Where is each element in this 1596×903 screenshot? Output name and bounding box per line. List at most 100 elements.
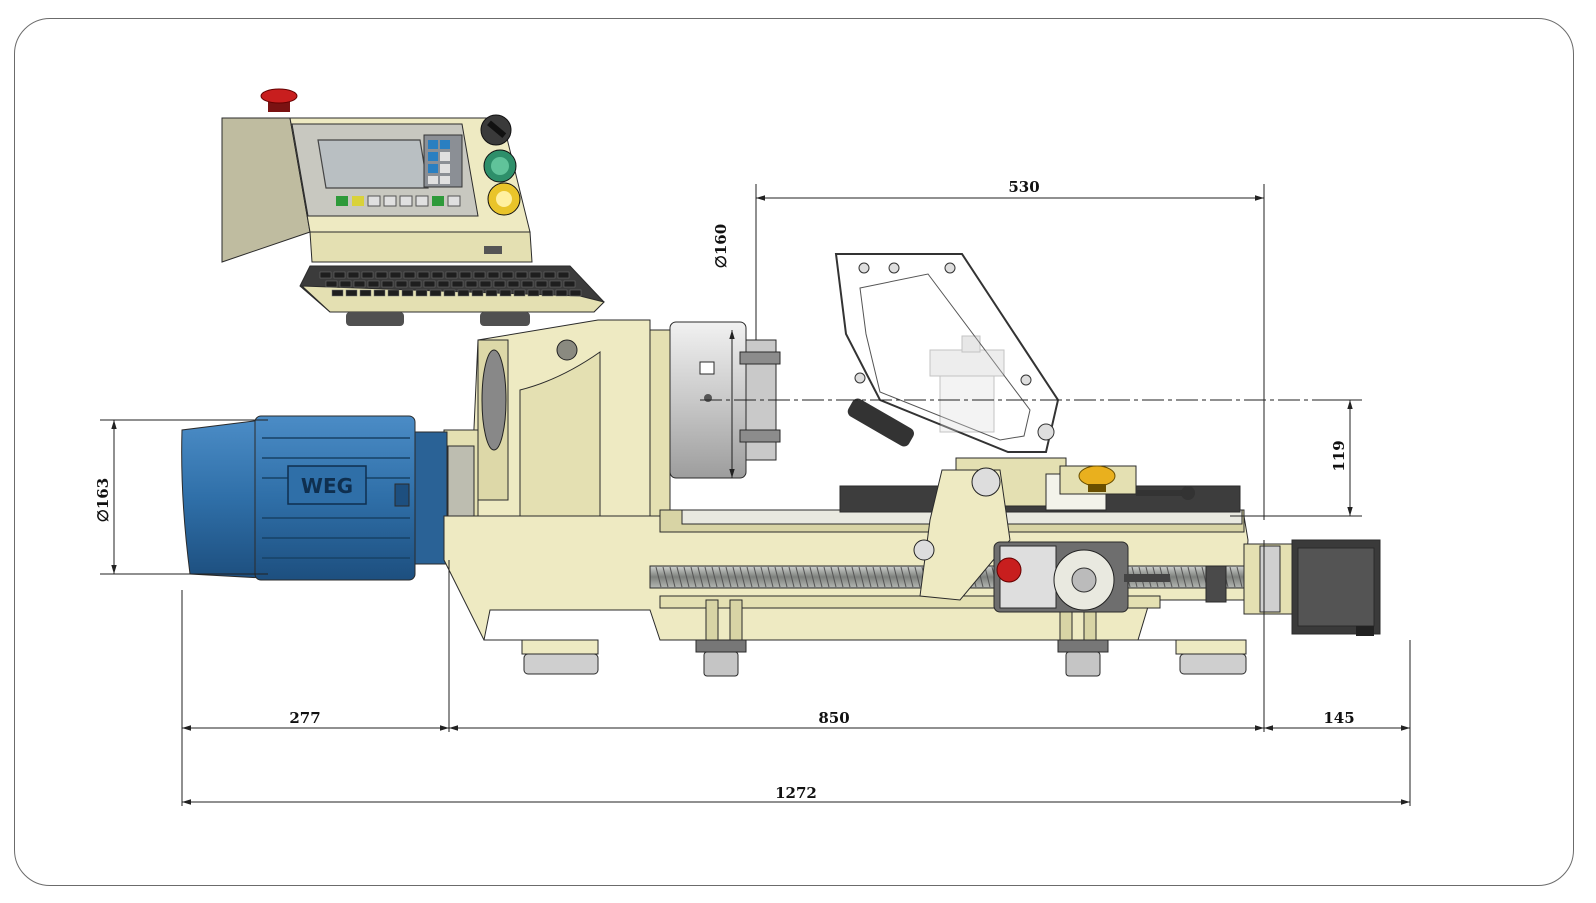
apron-lever[interactable] — [1124, 574, 1170, 582]
screw-thread — [893, 566, 900, 588]
button-yellow[interactable] — [487, 182, 521, 216]
screw-thread — [802, 566, 809, 588]
keyboard-key — [569, 289, 582, 297]
screw-thread — [669, 566, 676, 588]
keyboard-key — [543, 271, 556, 279]
keyboard-key — [361, 271, 374, 279]
screw-thread — [711, 566, 718, 588]
keyboard-key — [389, 271, 402, 279]
screw-thread — [844, 566, 851, 588]
keyboard-key — [529, 271, 542, 279]
dim-tailmotor-length: 145 — [1323, 709, 1354, 727]
keyboard-key — [401, 289, 414, 297]
dim-motor-diameter: ∅163 — [94, 478, 112, 522]
carriage-estop-button[interactable] — [1078, 465, 1116, 492]
dimension-lines: 277 850 145 1272 530 119 ∅163 ∅160 — [94, 178, 1411, 806]
keyboard-key — [423, 280, 436, 288]
screw-thread — [655, 566, 662, 588]
screw-thread — [676, 566, 683, 588]
keyboard-tray — [299, 265, 605, 326]
main-motor: WEG — [181, 415, 448, 581]
screw-thread — [746, 566, 753, 588]
screw-thread — [900, 566, 907, 588]
keyboard-key — [535, 280, 548, 288]
screw-thread — [858, 566, 865, 588]
keyboard-key — [331, 289, 344, 297]
panel-keypad — [336, 134, 463, 207]
keyboard-key — [459, 271, 472, 279]
screw-thread — [830, 566, 837, 588]
apron — [993, 541, 1170, 613]
panel-screen — [317, 139, 429, 189]
keyboard-key — [431, 271, 444, 279]
screw-thread — [767, 566, 774, 588]
keyboard-key — [527, 289, 540, 297]
headstock — [469, 319, 671, 517]
screw-thread — [774, 566, 781, 588]
handwheel-icon[interactable] — [1053, 549, 1115, 611]
panel-estop-button[interactable] — [260, 88, 298, 112]
keyboard-key — [487, 271, 500, 279]
screw-thread — [1187, 566, 1194, 588]
screw-thread — [683, 566, 690, 588]
screw-thread — [907, 566, 914, 588]
screw-thread — [795, 566, 802, 588]
feed-lever[interactable] — [1136, 486, 1195, 500]
screw-thread — [690, 566, 697, 588]
keyboard-key — [471, 289, 484, 297]
screw-thread — [837, 566, 844, 588]
screw-thread — [788, 566, 795, 588]
usb-port — [484, 246, 502, 254]
chip-guard — [834, 253, 1060, 453]
keyboard-key — [555, 289, 568, 297]
keyboard-key — [417, 271, 430, 279]
dim-overall-length: 1272 — [775, 784, 817, 802]
keyboard-key — [541, 289, 554, 297]
keyboard-key — [499, 289, 512, 297]
screw-thread — [914, 566, 921, 588]
keyboard-key — [373, 289, 386, 297]
tail-stepper-motor — [1205, 539, 1381, 636]
keyboard-key — [513, 289, 526, 297]
screw-thread — [1194, 566, 1201, 588]
start-button-green[interactable] — [483, 149, 517, 183]
screw-thread — [1173, 566, 1180, 588]
carriage — [839, 457, 1241, 601]
guard-handle[interactable] — [846, 396, 917, 448]
screw-thread — [1236, 566, 1243, 588]
screw-thread — [760, 566, 767, 588]
screw-thread — [879, 566, 886, 588]
screw-thread — [704, 566, 711, 588]
motor-badge: WEG — [301, 474, 353, 498]
keyboard-key — [557, 271, 570, 279]
keyboard-key — [493, 280, 506, 288]
keyboard-key — [347, 271, 360, 279]
keyboard-key — [387, 289, 400, 297]
keyboard-key — [457, 289, 470, 297]
keyboard-key — [485, 289, 498, 297]
screw-thread — [697, 566, 704, 588]
screw-thread — [662, 566, 669, 588]
dim-chuck-diameter: ∅160 — [712, 224, 730, 268]
screw-thread — [753, 566, 760, 588]
keyboard-key — [479, 280, 492, 288]
keyboard-key — [325, 280, 338, 288]
screw-thread — [872, 566, 879, 588]
keyboard-key — [507, 280, 520, 288]
control-panel — [221, 88, 533, 263]
screw-thread — [886, 566, 893, 588]
keyboard-key — [345, 289, 358, 297]
mode-knob-icon[interactable] — [480, 114, 512, 146]
keyboard-key — [521, 280, 534, 288]
keyboard-key — [501, 271, 514, 279]
keyboard-key — [381, 280, 394, 288]
screw-thread — [809, 566, 816, 588]
keyboard-key — [353, 280, 366, 288]
screw-thread — [1180, 566, 1187, 588]
keyboard-key — [367, 280, 380, 288]
apron-estop-button[interactable] — [996, 557, 1022, 583]
keyboard-key — [515, 271, 528, 279]
keyboard-key — [339, 280, 352, 288]
keyboard-key — [465, 280, 478, 288]
